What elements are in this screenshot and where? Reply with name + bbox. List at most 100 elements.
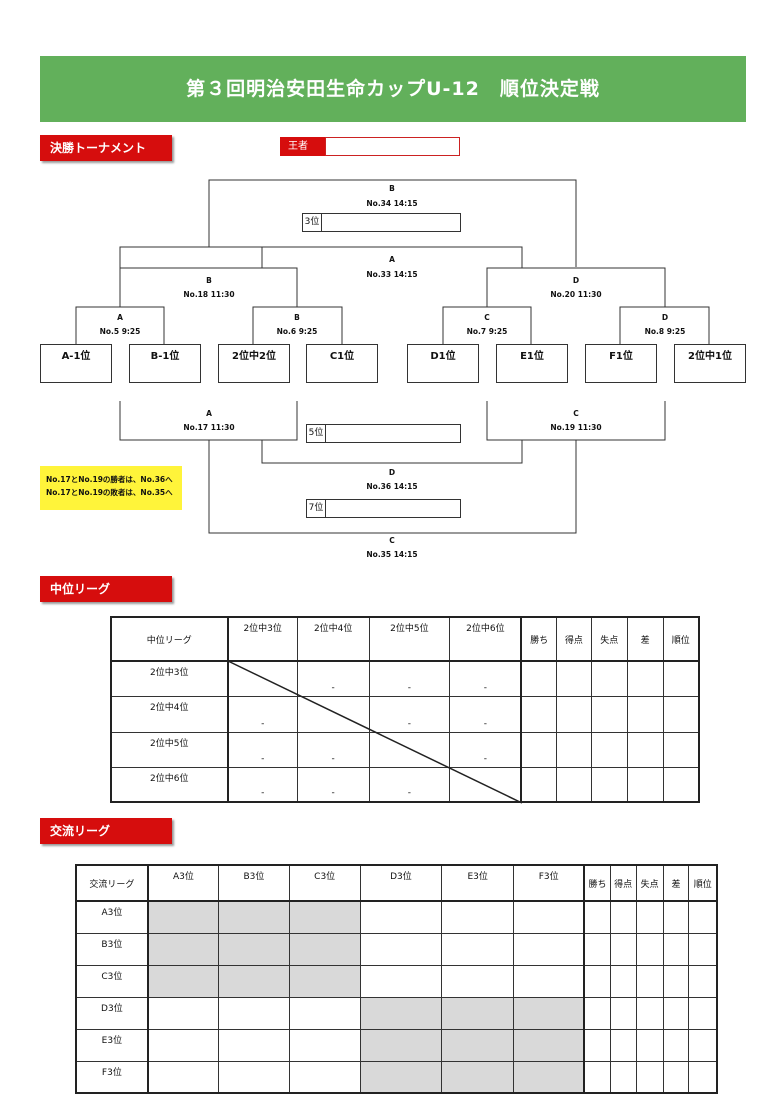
chui-cell[interactable]: - bbox=[227, 731, 298, 768]
third-place-box[interactable]: 3位 bbox=[302, 213, 461, 232]
koryu-stat-cell[interactable] bbox=[583, 964, 611, 998]
koryu-stat-cell[interactable] bbox=[688, 1060, 718, 1094]
chui-cell[interactable] bbox=[227, 660, 298, 697]
chui-stat-cell[interactable] bbox=[555, 695, 592, 733]
chui-stat-cell[interactable] bbox=[626, 731, 664, 768]
chui-stat-cell[interactable] bbox=[520, 695, 557, 733]
seventh-place-box[interactable]: 7位 bbox=[306, 499, 461, 518]
chui-cell[interactable]: - bbox=[227, 766, 298, 803]
chui-cell[interactable]: - bbox=[296, 731, 370, 768]
koryu-stat-cell[interactable] bbox=[583, 1028, 611, 1062]
koryu-cell[interactable] bbox=[147, 1060, 220, 1094]
table-row: B3位 bbox=[75, 932, 718, 966]
chui-stat-cell[interactable] bbox=[626, 766, 664, 803]
koryu-cell[interactable] bbox=[288, 1028, 361, 1062]
koryu-cell[interactable] bbox=[288, 996, 361, 1030]
chui-stat-cell[interactable] bbox=[555, 731, 592, 768]
chui-cell[interactable]: - bbox=[368, 766, 451, 803]
koryu-stat-cell[interactable] bbox=[609, 996, 637, 1030]
koryu-stat-cell[interactable] bbox=[583, 1060, 611, 1094]
match35-info: No.35 14:15 bbox=[366, 550, 417, 559]
chui-cell[interactable]: - bbox=[368, 695, 451, 733]
koryu-stat-cell[interactable] bbox=[688, 932, 718, 966]
section-label-tournament: 決勝トーナメント bbox=[40, 135, 172, 161]
koryu-cell[interactable] bbox=[359, 900, 443, 934]
koryu-cell[interactable] bbox=[513, 964, 586, 998]
chui-cell[interactable]: - bbox=[368, 660, 451, 697]
koryu-cell[interactable] bbox=[218, 996, 290, 1030]
koryu-stat-cell[interactable] bbox=[609, 1060, 637, 1094]
koryu-cell[interactable] bbox=[147, 996, 220, 1030]
koryu-cell[interactable] bbox=[147, 1028, 220, 1062]
koryu-stat-cell[interactable] bbox=[635, 932, 664, 966]
chui-col-header: 2位中5位 bbox=[368, 616, 451, 662]
koryu-league-table: 交流リーグ A3位 B3位 C3位 D3位 E3位 F3位 勝ち 得点 失点 差… bbox=[75, 864, 718, 1094]
koryu-cell[interactable] bbox=[441, 900, 515, 934]
koryu-stat-cell[interactable] bbox=[635, 964, 664, 998]
chui-cell[interactable]: - bbox=[449, 731, 523, 768]
fifth-place-box[interactable]: 5位 bbox=[306, 424, 461, 443]
koryu-stat-cell[interactable] bbox=[662, 1028, 690, 1062]
chui-cell[interactable]: - bbox=[449, 660, 523, 697]
chui-stat-cell[interactable] bbox=[626, 695, 664, 733]
koryu-cell[interactable] bbox=[441, 932, 515, 966]
chui-stat-cell[interactable] bbox=[662, 695, 700, 733]
chui-cell[interactable]: - bbox=[296, 766, 370, 803]
koryu-stat-cell[interactable] bbox=[635, 900, 664, 934]
chui-stat-cell[interactable] bbox=[555, 660, 592, 697]
third-place-label: 3位 bbox=[303, 214, 322, 231]
koryu-stat-cell[interactable] bbox=[662, 932, 690, 966]
koryu-cell[interactable] bbox=[441, 964, 515, 998]
koryu-stat-cell[interactable] bbox=[688, 964, 718, 998]
koryu-stat-cell[interactable] bbox=[609, 932, 637, 966]
koryu-stat-cell[interactable] bbox=[688, 900, 718, 934]
chui-stat-cell[interactable] bbox=[520, 731, 557, 768]
team-box: 2位中1位 bbox=[674, 344, 746, 383]
chui-stat-cell[interactable] bbox=[590, 695, 628, 733]
koryu-cell[interactable] bbox=[513, 900, 586, 934]
chui-stat-cell[interactable] bbox=[662, 766, 700, 803]
chui-cell[interactable]: - bbox=[449, 695, 523, 733]
chui-cell[interactable] bbox=[368, 731, 451, 768]
chui-stat-cell[interactable] bbox=[555, 766, 592, 803]
chui-stat-cell[interactable] bbox=[590, 660, 628, 697]
koryu-stat-cell[interactable] bbox=[688, 1028, 718, 1062]
koryu-stat-cell[interactable] bbox=[662, 996, 690, 1030]
chui-cell[interactable]: - bbox=[296, 660, 370, 697]
chui-stat-cell[interactable] bbox=[520, 660, 557, 697]
koryu-stat-cell[interactable] bbox=[609, 964, 637, 998]
koryu-cell[interactable] bbox=[513, 932, 586, 966]
chui-cell[interactable]: - bbox=[227, 695, 298, 733]
koryu-cell[interactable] bbox=[359, 964, 443, 998]
koryu-row-name: D3位 bbox=[75, 996, 149, 1030]
koryu-stat-cell[interactable] bbox=[688, 996, 718, 1030]
chui-stat-cell[interactable] bbox=[662, 660, 700, 697]
koryu-stat-cell[interactable] bbox=[662, 964, 690, 998]
koryu-stat-cell[interactable] bbox=[609, 1028, 637, 1062]
chui-stat-cell[interactable] bbox=[520, 766, 557, 803]
chui-cell[interactable] bbox=[449, 766, 523, 803]
koryu-cell[interactable] bbox=[218, 1028, 290, 1062]
koryu-stat-cell[interactable] bbox=[635, 1028, 664, 1062]
koryu-stat-cell[interactable] bbox=[583, 900, 611, 934]
koryu-col-header: F3位 bbox=[513, 864, 586, 902]
chui-stat-cell[interactable] bbox=[662, 731, 700, 768]
koryu-row-name: F3位 bbox=[75, 1060, 149, 1094]
koryu-cell[interactable] bbox=[218, 1060, 290, 1094]
koryu-stat-header: 得点 bbox=[609, 864, 637, 902]
koryu-stat-cell[interactable] bbox=[583, 996, 611, 1030]
chui-cell[interactable] bbox=[296, 695, 370, 733]
koryu-stat-cell[interactable] bbox=[609, 900, 637, 934]
koryu-stat-cell[interactable] bbox=[635, 996, 664, 1030]
koryu-cell[interactable] bbox=[288, 1060, 361, 1094]
chui-stat-cell[interactable] bbox=[590, 731, 628, 768]
koryu-stat-cell[interactable] bbox=[583, 932, 611, 966]
table-row: 2位中4位 - - - bbox=[110, 695, 700, 733]
koryu-stat-cell[interactable] bbox=[662, 1060, 690, 1094]
koryu-cell[interactable] bbox=[359, 932, 443, 966]
koryu-stat-cell[interactable] bbox=[662, 900, 690, 934]
koryu-stat-cell[interactable] bbox=[635, 1060, 664, 1094]
chui-stat-cell[interactable] bbox=[626, 660, 664, 697]
chui-stat-cell[interactable] bbox=[590, 766, 628, 803]
winner-box[interactable] bbox=[325, 137, 460, 156]
